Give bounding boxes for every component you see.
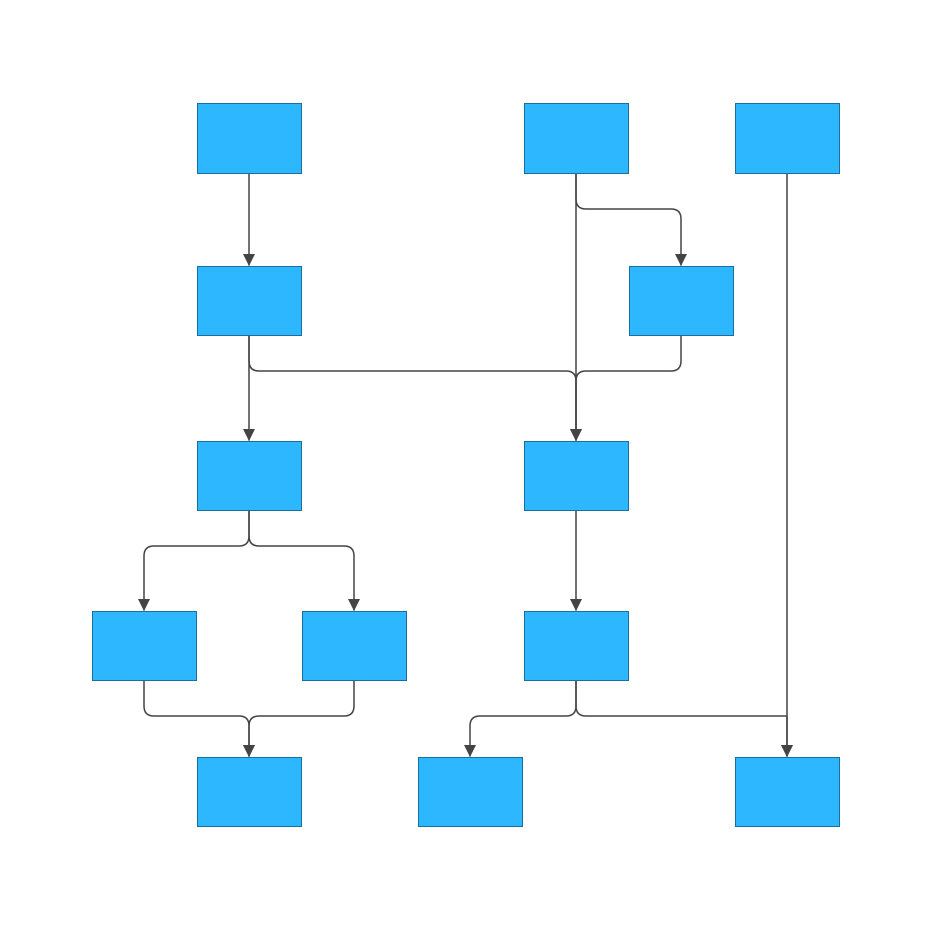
edge-n4-n7 xyxy=(248,335,582,441)
edge-n10-n12 xyxy=(464,680,577,757)
edge-n6-n9 xyxy=(248,510,360,611)
node-n6[interactable] xyxy=(197,441,302,511)
edge-n2-n5 xyxy=(575,173,687,266)
edge-n5-n7 xyxy=(570,335,682,441)
edge-n10-n13 xyxy=(575,680,793,757)
edge-n6-n8 xyxy=(138,510,250,611)
node-n13[interactable] xyxy=(735,757,840,827)
node-n12[interactable] xyxy=(418,757,523,827)
node-n11[interactable] xyxy=(197,757,302,827)
edge-n9-n11 xyxy=(243,680,355,757)
node-n2[interactable] xyxy=(524,103,629,174)
node-n1[interactable] xyxy=(197,103,302,174)
node-n10[interactable] xyxy=(524,611,629,681)
nodes-layer xyxy=(92,103,840,827)
edge-n8-n11 xyxy=(143,680,255,757)
node-n4[interactable] xyxy=(197,266,302,336)
node-n9[interactable] xyxy=(302,611,407,681)
edges-layer xyxy=(138,173,793,757)
node-n3[interactable] xyxy=(735,103,840,174)
node-n7[interactable] xyxy=(524,441,629,511)
node-n5[interactable] xyxy=(629,266,734,336)
node-n8[interactable] xyxy=(92,611,197,681)
